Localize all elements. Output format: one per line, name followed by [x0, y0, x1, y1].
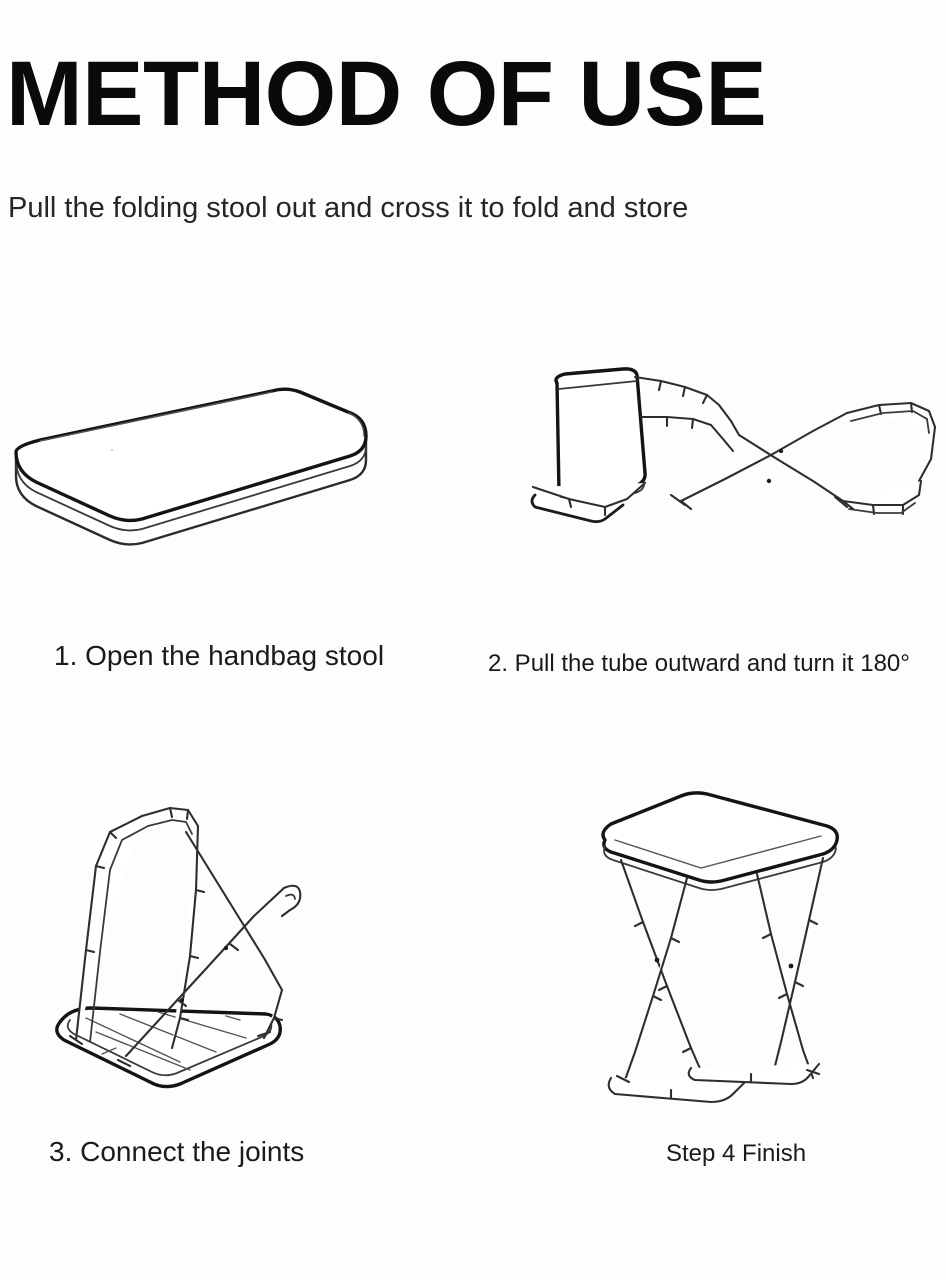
assembled-folding-stool-icon [601, 791, 839, 1104]
folded-stool-slab-icon [14, 387, 368, 546]
step-1: 1. Open the handbag stool [0, 300, 430, 671]
stool-frame-x-crossed-icon [55, 806, 302, 1089]
step-4-illustration [575, 780, 895, 1110]
step-4-caption: Step 4 Finish [666, 1140, 807, 1167]
step-3-illustration [30, 770, 360, 1100]
step-3: 3. Connect the joints [30, 770, 390, 1170]
step-1-caption: 1. Open the handbag stool [54, 640, 385, 671]
step-4: Step 4 Finish [575, 780, 915, 1180]
page-subtitle: Pull the folding stool out and cross it … [8, 192, 689, 224]
page-title: METHOD OF USE [6, 43, 767, 145]
step-2-illustration [495, 355, 946, 545]
step-3-caption: 3. Connect the joints [49, 1136, 305, 1167]
step-2: 2. Pull the tube outward and turn it 180… [488, 355, 946, 677]
step-2-caption: 2. Pull the tube outward and turn it 180… [488, 650, 910, 677]
step-1-illustration [0, 300, 420, 600]
stool-tubes-pulled-out-icon [530, 367, 937, 524]
